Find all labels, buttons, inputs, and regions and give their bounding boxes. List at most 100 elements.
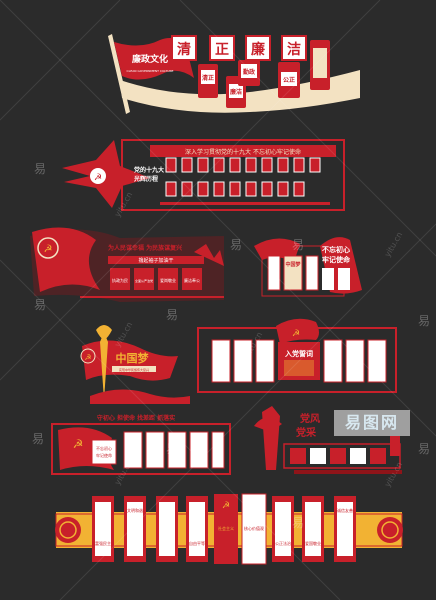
panel4-scroll-text: 中国梦 <box>285 261 301 268</box>
panel-clean-government: 廉政文化 CLEAN GOVERNMENT CULTURE 清 正 廉 洁 清正 <box>108 34 360 114</box>
panel8-title-2: 党采 <box>296 426 316 439</box>
panel5-emblem-icon: ☭ <box>84 353 91 362</box>
panel3-title: 为人民谋幸福 为民族谋复兴 <box>108 244 182 252</box>
panel3-boxes: 执政为民 全面从严治党 爱岗敬业 廉洁奉公 <box>110 268 202 290</box>
panel6-center <box>278 342 320 380</box>
panel9-center-2: 社会主义 <box>218 525 234 531</box>
panel9-card-3 <box>159 502 175 556</box>
panel-mission: 中国梦 不忘初心 牢记使命 <box>254 237 362 297</box>
panel4-card-2 <box>305 255 319 291</box>
torch-icon <box>100 332 108 400</box>
watermark-char: 易 <box>292 516 305 530</box>
monument-icon <box>262 406 280 470</box>
panel8-tile-1 <box>290 448 306 464</box>
panel7-frame <box>51 423 231 475</box>
tag-1: 清正 <box>198 64 218 98</box>
panel6-center-lines <box>284 360 314 376</box>
panel7-emblem-icon: ☭ <box>73 437 84 451</box>
star-text-1: 党的十九大 <box>134 166 164 174</box>
panel-people-happiness: ☭ 为人民谋幸福 为民族谋复兴 撸起袖子加油干 执政为民 全面从严治党 爱岗敬业… <box>30 227 224 302</box>
panel8-title-1: 党风 <box>300 412 320 425</box>
panel9-label-1: 富强民主 <box>95 540 111 546</box>
panel9-center-1: 核心价值观 <box>244 525 264 531</box>
panel-party-congress: 深入学习贯彻党的十九大 不忘初心牢记使命 ☭ 党的十九大 光辉历程 <box>62 139 345 211</box>
char-box-4: 洁 <box>281 35 307 61</box>
panel-party-style: 党风 党采 <box>254 406 402 474</box>
panel3-box-2: 全面从严治党 <box>135 278 153 283</box>
cream-ribbon <box>120 70 360 113</box>
torch-flame-icon <box>96 325 112 340</box>
panel9-card-2 <box>127 502 143 556</box>
panel3-box-3: 爱岗敬业 <box>160 277 176 283</box>
panel9-label-6: 诚信友善 <box>337 507 353 513</box>
watermark-char: 易 <box>166 442 179 456</box>
panel6-card-3 <box>255 339 275 383</box>
watermark-char: 易 <box>292 238 305 252</box>
panel9-center-right <box>241 493 267 565</box>
panel3-box-1: 执政为民 <box>112 277 128 283</box>
panel6-card-6 <box>367 339 387 383</box>
star-text-2: 光辉历程 <box>133 175 158 183</box>
panel6-flag <box>276 318 319 344</box>
panel9-card-4 <box>189 502 205 556</box>
watermark-logo: 易图网 <box>334 410 410 436</box>
panel-party-oath: ☭ 入党誓词 <box>197 318 397 393</box>
char-1: 清 <box>177 41 191 58</box>
panel4-card-3 <box>322 268 334 290</box>
panel7-title: 守初心 担使命 找差距 抓落实 <box>97 414 175 422</box>
panel9-card-6 <box>305 502 321 556</box>
panel7-sub-2: 牢记使命 <box>96 452 112 458</box>
tag-4-label: 公正 <box>283 77 295 84</box>
tag-1-label: 清正 <box>202 74 214 82</box>
panel7-card-2 <box>145 431 165 469</box>
tag-2-label: 廉洁 <box>229 88 242 96</box>
panel6-card-2 <box>233 339 253 383</box>
panel7-card-1 <box>123 431 143 469</box>
watermark-char: 易 <box>230 238 243 252</box>
panel2-lower-tiles <box>165 181 305 197</box>
panel9-label-4: 公正法治 <box>275 540 291 546</box>
tag-5-inner <box>313 48 327 78</box>
char-2: 正 <box>215 42 229 58</box>
panel3-base <box>80 296 224 298</box>
panel5-title: 中国梦 <box>116 351 150 365</box>
tag-4: 公正 <box>278 62 300 98</box>
panel-keep-mission: 守初心 担使命 找差距 抓落实 ☭ 不忘初心 牢记使命 <box>51 414 231 475</box>
panel9-label-5: 爱国敬业 <box>305 540 321 546</box>
char-4: 洁 <box>287 41 301 58</box>
panel4-card-4 <box>338 268 350 290</box>
watermark-char: 易 <box>418 442 431 456</box>
star-emblem-icon: ☭ <box>94 173 102 183</box>
panel3-great-wall <box>194 244 224 266</box>
panel9-center-left <box>214 494 238 564</box>
panel7-card-3 <box>167 431 187 469</box>
panel6-center-text: 入党誓词 <box>284 349 313 358</box>
flag-subtitle: CLEAN GOVERNMENT CULTURE <box>127 69 174 73</box>
panel5-sub-bar <box>112 366 156 372</box>
panel9-label-2: 文明和谐 <box>127 507 143 513</box>
panel9-center-emblem-icon: ☭ <box>222 501 230 511</box>
watermark-char: 易 <box>166 308 179 322</box>
panel3-sub: 撸起袖子加油干 <box>138 257 173 264</box>
panel8-tile-3 <box>330 448 346 464</box>
panel2-base-line <box>160 202 330 205</box>
panel8-tile-6 <box>390 436 400 456</box>
lattice-left-icon <box>55 517 81 543</box>
panel-core-values: 富强民主 文明和谐 自由平等 ☭ 社会主义 核心价值观 公正法治 爱国敬业 诚信… <box>55 493 403 565</box>
watermark-char: 易 <box>32 432 45 446</box>
panel4-heading-2: 牢记使命 <box>322 255 351 264</box>
panel8-tile-4 <box>350 448 366 464</box>
panel6-emblem-icon: ☭ <box>292 329 300 339</box>
panel4-scroll-bg <box>283 255 303 291</box>
panel5-sub: 实现中华民族伟大复兴 <box>119 367 149 372</box>
panel7-sub-1: 不忘初心 <box>96 445 112 451</box>
char-3: 廉 <box>251 41 265 58</box>
panel3-box-4: 廉洁奉公 <box>184 277 200 283</box>
panel7-sub-box <box>91 439 117 465</box>
panel9-label-3: 自由平等 <box>189 540 205 546</box>
panel9-card-7 <box>337 502 353 556</box>
panel5-emblem <box>80 348 96 364</box>
panel3-emblem <box>37 237 59 259</box>
